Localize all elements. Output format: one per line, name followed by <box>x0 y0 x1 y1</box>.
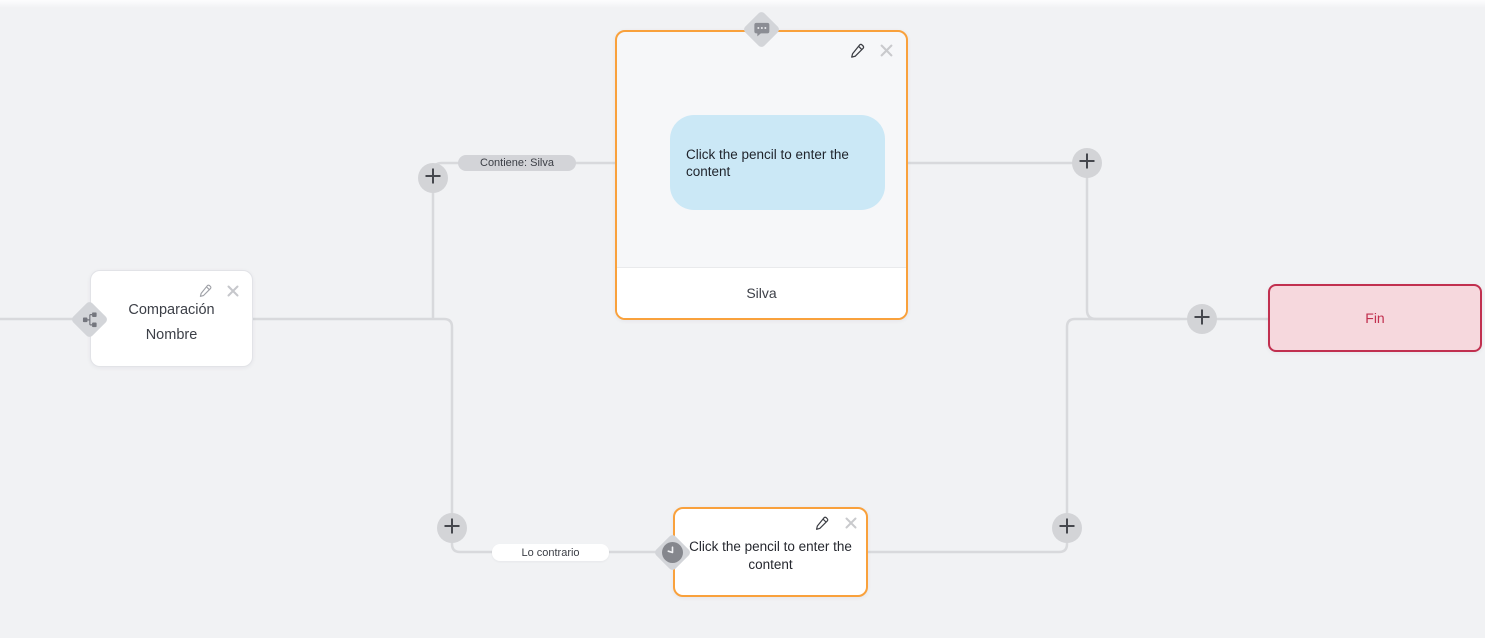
message-bubble: Click the pencil to enter the content <box>670 115 885 210</box>
clock-icon <box>661 541 683 563</box>
condition-node[interactable]: Comparación Nombre <box>90 270 253 367</box>
delete-x-icon[interactable] <box>226 284 240 298</box>
delete-x-icon[interactable] <box>879 43 894 58</box>
plus-icon <box>1058 517 1076 540</box>
plus-icon <box>443 517 461 540</box>
delay-type-badge <box>652 532 692 572</box>
condition-type-badge <box>69 299 109 339</box>
add-node-button[interactable] <box>418 163 448 193</box>
edge-label-match: Contiene: Silva <box>458 155 576 171</box>
message-footer: Silva <box>617 267 906 318</box>
delete-x-icon[interactable] <box>844 516 858 530</box>
edit-pencil-icon[interactable] <box>849 42 866 59</box>
end-node[interactable]: Fin <box>1268 284 1482 352</box>
add-node-button[interactable] <box>437 513 467 543</box>
condition-title: Comparación <box>128 302 215 318</box>
add-node-button[interactable] <box>1187 304 1217 334</box>
edit-pencil-icon[interactable] <box>814 515 830 531</box>
message-node[interactable]: Click the pencil to enter the content Si… <box>615 30 908 320</box>
plus-icon <box>424 167 442 190</box>
condition-subtitle: Nombre <box>145 327 198 343</box>
edge-label-otherwise: Lo contrario <box>492 544 609 561</box>
edit-pencil-icon[interactable] <box>198 283 213 298</box>
delay-placeholder-text: Click the pencil to enter the content <box>689 539 852 572</box>
edge-delay-to-end <box>868 317 1180 554</box>
add-node-button[interactable] <box>1052 513 1082 543</box>
sitemap-icon <box>82 311 96 327</box>
plus-icon <box>1193 308 1211 331</box>
message-bubble-text: Click the pencil to enter the content <box>686 146 849 179</box>
edge-message-to-end <box>908 161 1268 321</box>
message-type-badge <box>741 9 781 49</box>
end-node-label: Fin <box>1365 310 1385 326</box>
delay-node[interactable]: Click the pencil to enter the content <box>673 507 868 597</box>
add-node-button[interactable] <box>1072 148 1102 178</box>
edge-condition-to-delay <box>253 317 660 554</box>
message-footer-label: Silva <box>746 285 777 301</box>
plus-icon <box>1078 152 1096 175</box>
comment-icon <box>753 22 769 37</box>
edge-condition-to-message <box>431 161 616 319</box>
